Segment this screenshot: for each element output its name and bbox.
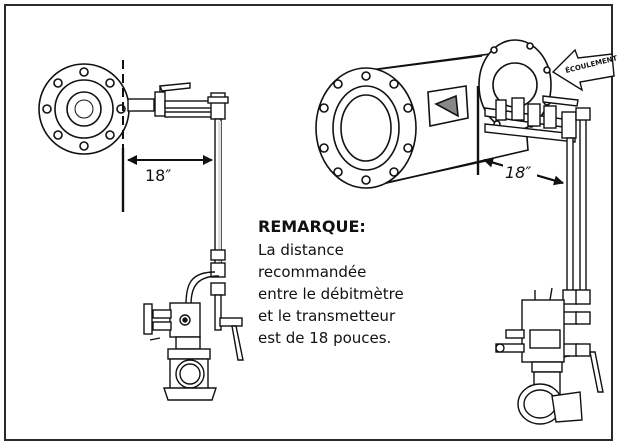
flow-direction-arrow: [551, 48, 615, 92]
left-flange: [38, 63, 130, 155]
left-transmitter: [143, 302, 217, 401]
remark-line-2: recommandée: [258, 263, 367, 281]
right-dimension-label: 18″: [505, 163, 531, 182]
left-impulse-piping: [127, 82, 244, 361]
remark-title: REMARQUE:: [258, 217, 366, 236]
diagram-border: [4, 4, 613, 441]
remark-line-1: La distance: [258, 241, 344, 259]
right-transmitter: [495, 287, 583, 425]
remark-line-4: et le transmetteur: [258, 307, 396, 325]
left-dimension-label: 18″: [145, 166, 171, 185]
right-flowmeter-body: [315, 39, 552, 189]
remark-note: REMARQUE: La distance recommandée entre …: [258, 217, 404, 349]
remark-line-5: est de 18 pouces.: [258, 329, 392, 347]
right-dimension-label-bg: [503, 160, 537, 180]
remark-line-3: entre le débitmètre: [258, 285, 404, 303]
